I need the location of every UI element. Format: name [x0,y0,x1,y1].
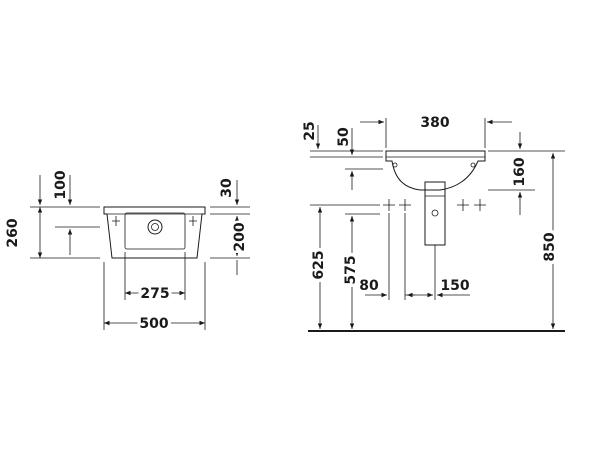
front-basin-outline [103,206,206,259]
dim-50-label: 50 [336,127,352,147]
dim-150-label: 150 [440,278,469,294]
side-fix-right [470,162,476,168]
dim-625-label: 625 [311,250,327,279]
dim-275-label: 275 [140,286,169,302]
front-tap-hole-inner [151,223,159,231]
valve-cross-3 [457,199,469,211]
side-fix-left [392,162,398,168]
dim-850-label: 850 [542,232,558,261]
front-tap-hole [147,219,163,235]
valve-cross-2 [399,199,411,211]
dim-260-label: 260 [5,218,21,247]
dim-100-label: 100 [53,170,69,199]
side-pedestal-hole [431,209,439,217]
valve-cross-4 [474,199,486,211]
side-pedestal [424,181,446,246]
dim-160-label: 160 [512,157,528,186]
front-left-mark [112,216,120,226]
dim-500-label: 500 [139,316,168,332]
dim-575-label: 575 [343,255,359,284]
side-view: 380 25 50 160 850 625 575 80 150 [302,115,565,332]
dim-30-label: 30 [219,178,235,198]
dim-200-label: 200 [232,222,248,251]
front-right-mark [189,216,197,226]
dim-380-label: 380 [420,115,449,131]
dim-25-label: 25 [302,121,318,140]
valve-cross-1 [383,199,395,211]
front-inner-bowl [124,212,186,250]
side-basin-outline [385,150,486,191]
front-view: 500 275 260 100 30 200 [5,170,251,335]
dim-80-label: 80 [359,278,379,294]
